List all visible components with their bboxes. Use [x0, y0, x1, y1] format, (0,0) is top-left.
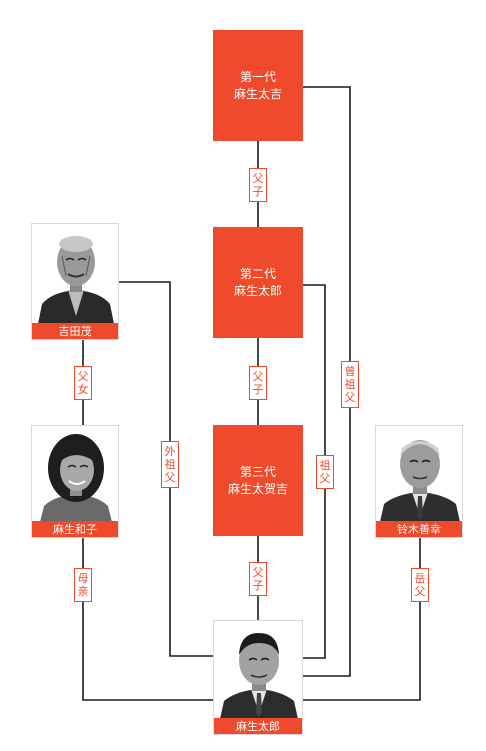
suzuki-portrait-card: 铃木善幸: [375, 425, 463, 538]
first-generation-label: 第一代: [239, 69, 276, 84]
yoshida-name: 吉田茂: [32, 323, 118, 339]
third-generation-label: 第三代: [239, 464, 276, 479]
woman-portrait: [40, 434, 112, 522]
relation-mother: 母亲: [74, 568, 92, 602]
yoshida-portrait-card: 吉田茂: [31, 223, 119, 340]
man-in-suit-portrait: [380, 440, 460, 522]
suzuki-name: 铃木善幸: [376, 521, 462, 537]
taro-portrait-card: 麻生太郎: [213, 620, 303, 735]
third-generation-name: 麻生太贺吉: [227, 481, 288, 496]
second-generation-box: 第二代 麻生太郎: [213, 227, 303, 338]
relation-maternal-grandfather: 外祖父: [161, 441, 179, 488]
kazuko-portrait-card: 麻生和子: [31, 425, 119, 538]
relation-father-son-2: 父子: [249, 366, 267, 400]
relation-father-daughter: 父女: [74, 366, 92, 400]
second-generation-label: 第二代: [239, 266, 276, 281]
relation-grandfather: 祖父: [316, 455, 334, 489]
second-generation-name: 麻生太郎: [233, 283, 282, 298]
kazuko-name: 麻生和子: [32, 521, 118, 537]
relation-father-son-1: 父子: [249, 168, 267, 202]
relation-father-in-law: 岳父: [411, 568, 429, 602]
first-generation-box: 第一代 麻生太吉: [213, 30, 303, 141]
third-generation-box: 第三代 麻生太贺吉: [213, 425, 303, 536]
relation-great-grandfather: 曾祖父: [341, 361, 359, 408]
relation-father-son-3: 父子: [249, 562, 267, 596]
elderly-man-portrait: [38, 236, 114, 324]
first-generation-name: 麻生太吉: [233, 86, 282, 101]
man-portrait: [220, 633, 298, 719]
taro-name: 麻生太郎: [214, 718, 302, 734]
